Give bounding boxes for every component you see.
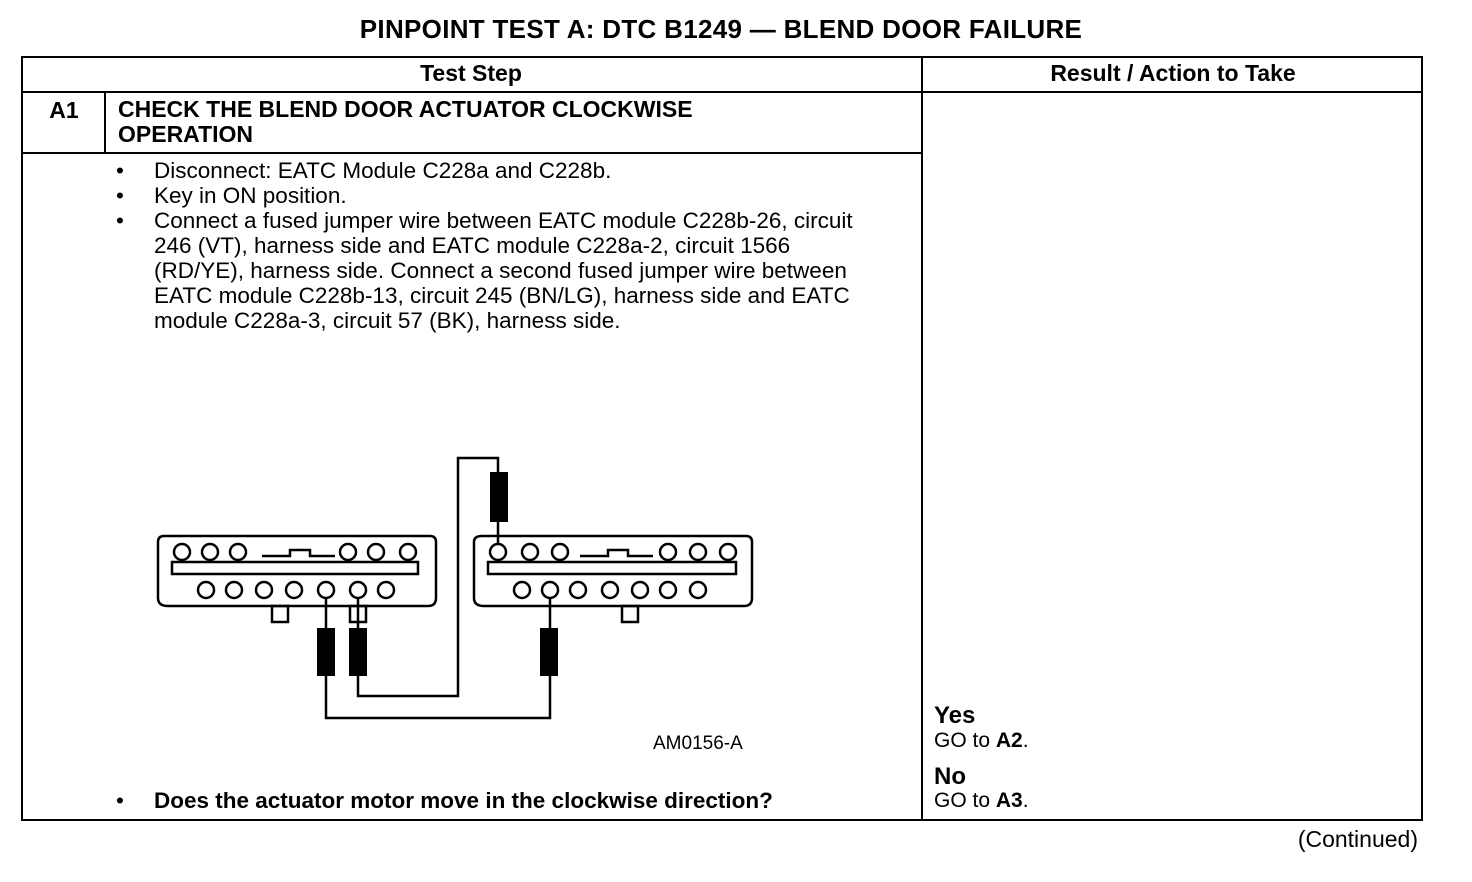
jumper-wire-1 xyxy=(356,456,500,698)
connector-jumper-diagram xyxy=(156,456,754,720)
result-yes-prefix: GO to xyxy=(934,729,996,752)
result-no-action: GO to A3. xyxy=(934,789,1029,813)
step-title-line-1: CHECK THE BLEND DOOR ACTUATOR CLOCKWISE xyxy=(118,96,693,122)
test-step-header: Test Step xyxy=(420,60,522,86)
instruction-item: Key in ON position. xyxy=(112,183,902,208)
right-connector-body xyxy=(472,534,754,608)
fuse-icon xyxy=(490,472,508,522)
right-connector-lock xyxy=(486,560,738,576)
continued-note: (Continued) xyxy=(1297,826,1418,852)
step-question: Does the actuator motor move in the cloc… xyxy=(154,788,773,813)
left-connector-body xyxy=(156,534,438,608)
result-yes-label: Yes xyxy=(934,702,976,729)
result-no-suffix: . xyxy=(1022,789,1029,812)
table-frame xyxy=(21,56,1423,821)
result-action-header: Result / Action to Take xyxy=(1050,60,1296,86)
result-no-target[interactable]: A3 xyxy=(995,789,1023,812)
result-yes-action: GO to A2. xyxy=(934,729,1029,753)
left-connector-latch xyxy=(262,548,335,558)
result-no-prefix: GO to xyxy=(934,789,996,812)
step-id-divider xyxy=(104,91,106,154)
instruction-item: Connect a fused jumper wire between EATC… xyxy=(112,208,874,333)
question-bullet: • xyxy=(116,788,124,813)
step-instructions: Disconnect: EATC Module C228a and C228b.… xyxy=(112,158,902,333)
instruction-item: Disconnect: EATC Module C228a and C228b. xyxy=(112,158,902,183)
step-title-divider xyxy=(21,152,923,154)
step-title-line-2: OPERATION xyxy=(118,121,254,147)
fuse-icon xyxy=(317,628,335,676)
left-connector-lock xyxy=(170,560,420,576)
result-yes-suffix: . xyxy=(1022,729,1029,752)
fuse-icon xyxy=(540,628,558,676)
column-divider xyxy=(921,56,923,821)
result-yes-target[interactable]: A2 xyxy=(995,729,1023,752)
page-title: PINPOINT TEST A: DTC B1249 — BLEND DOOR … xyxy=(359,14,1083,44)
fuse-icon xyxy=(349,628,367,676)
left-connector-tab-a xyxy=(270,604,290,624)
right-connector-latch xyxy=(580,548,653,558)
step-id: A1 xyxy=(49,97,79,123)
header-divider xyxy=(21,91,1423,93)
figure-id: AM0156-A xyxy=(653,733,743,754)
step-title: CHECK THE BLEND DOOR ACTUATOR CLOCKWISE … xyxy=(118,97,878,147)
result-no-label: No xyxy=(934,763,966,790)
right-connector-tab xyxy=(620,604,640,624)
